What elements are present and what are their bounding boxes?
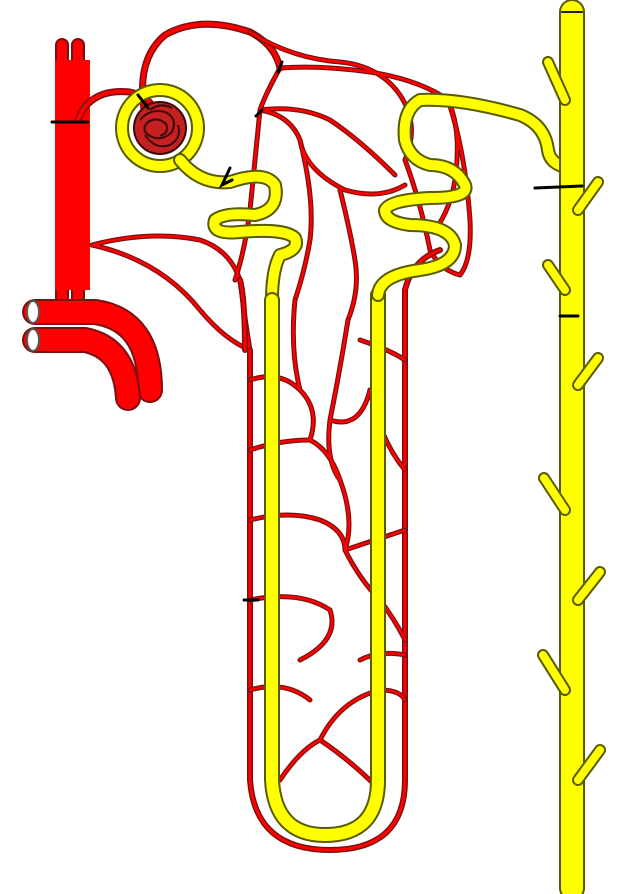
interlobular-artery [55,45,90,300]
vessel-opening [27,329,39,351]
distal-convoluted-tubule [378,100,570,295]
marker-line [535,186,582,188]
arcuate-vessels [27,301,150,398]
vessel-opening [27,301,39,323]
glomerulus [134,102,186,154]
loop-of-henle [272,295,378,835]
